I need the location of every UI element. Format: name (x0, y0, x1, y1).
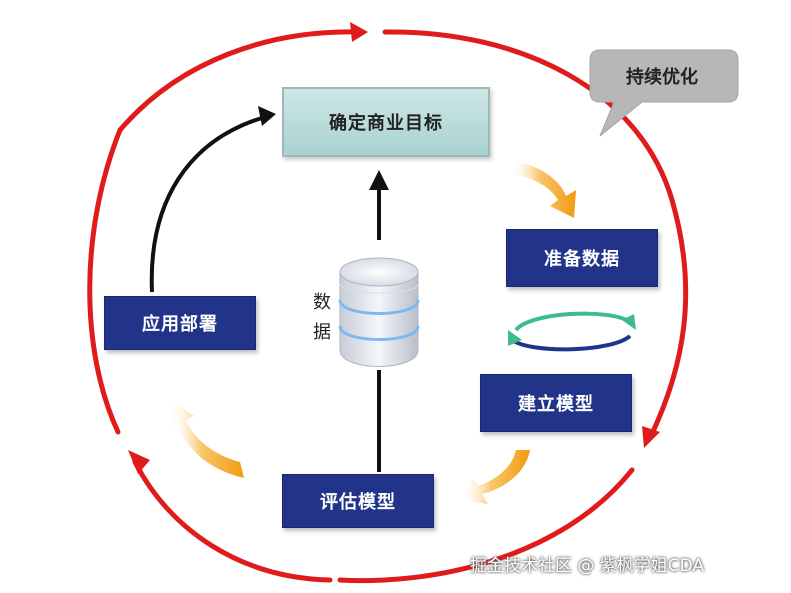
deploy-box: 应用部署 (104, 296, 256, 350)
database-icon (338, 257, 420, 367)
build-model-label: 建立模型 (518, 394, 594, 415)
deploy-label: 应用部署 (142, 314, 218, 335)
deploy-to-goal-arrow (149, 106, 276, 293)
ring-arc-bottom-right (337, 467, 635, 584)
data-label: 数据 (313, 292, 331, 343)
callout-bubble (589, 49, 739, 137)
ring-arrowhead-bottom-left (128, 450, 150, 474)
ring-arrowhead-top (350, 22, 368, 42)
mini-cycle-icon (508, 311, 636, 352)
orange-arrow-build-to-evaluate (460, 450, 530, 504)
ring-arc-bottom-left (132, 459, 333, 583)
cycle-ring (87, 29, 689, 584)
goal-box: 确定商业目标 (282, 87, 490, 157)
prepare-data-label: 准备数据 (544, 249, 620, 270)
prepare-data-box: 准备数据 (506, 229, 658, 287)
ring-arrowhead-right (642, 426, 660, 448)
ring-arc-left (87, 127, 123, 435)
ring-arrowheads (128, 22, 660, 474)
goal-label: 确定商业目标 (329, 113, 443, 134)
orange-arrow-evaluate-to-deploy (168, 400, 244, 478)
orange-arrow-goal-to-prepare (510, 160, 576, 218)
evaluate-model-label: 评估模型 (320, 492, 396, 513)
build-model-box: 建立模型 (480, 374, 632, 432)
watermark: 掘金技术社区 @ 紫枫学姐CDA (470, 556, 705, 576)
ring-arc-top-right (382, 29, 689, 441)
callout-text: 持续优化 (626, 67, 698, 88)
evaluate-model-box: 评估模型 (282, 474, 434, 528)
data-to-goal-arrow (369, 170, 389, 240)
ring-arc-top-left (117, 29, 361, 133)
